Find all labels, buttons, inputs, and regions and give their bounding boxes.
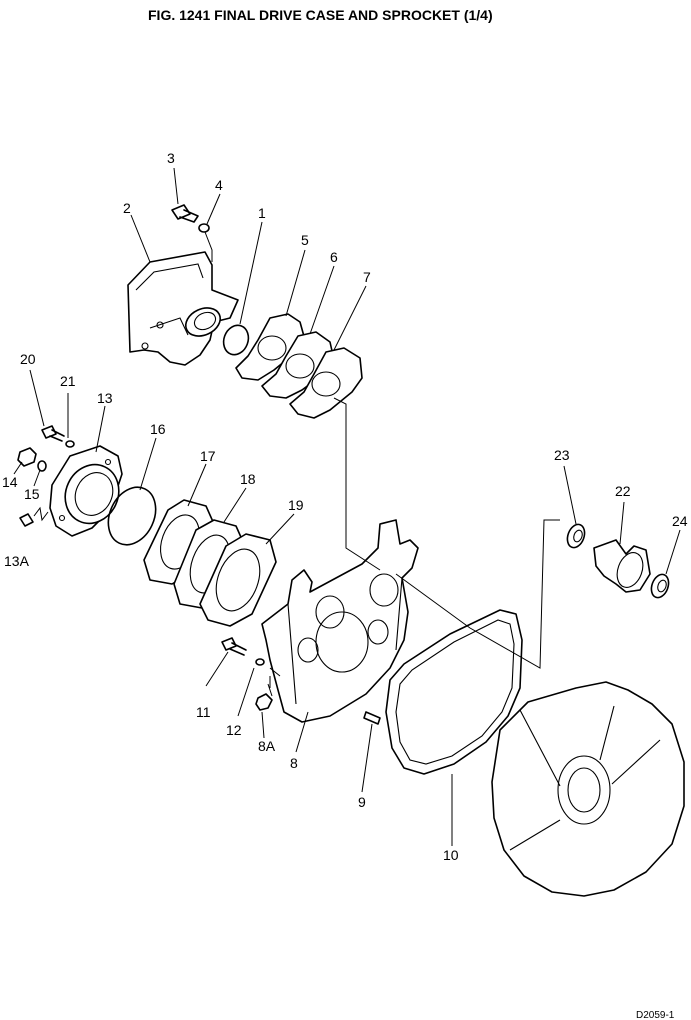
callout-17: 17: [200, 448, 216, 464]
part-20-bolt: [41, 425, 65, 442]
part-2-cage-housing: [127, 251, 239, 366]
callout-23: 23: [554, 447, 570, 463]
callout-leaders: [13, 167, 681, 846]
callout-21: 21: [60, 373, 76, 389]
callout-18: 18: [240, 471, 256, 487]
callout-14: 14: [2, 474, 18, 490]
callout-10: 10: [443, 847, 459, 863]
callout-8a: 8A: [258, 738, 276, 754]
callout-20: 20: [20, 351, 36, 367]
final-drive-case: [491, 681, 685, 897]
part-14-nut: [17, 447, 37, 467]
part-8-case-plate: [261, 519, 419, 723]
assembly-lines: [33, 231, 560, 697]
part-3-bolt: [171, 204, 199, 223]
part-24-bearing: [650, 573, 670, 599]
part-16-o-ring: [107, 486, 157, 546]
part-23-bearing: [566, 523, 586, 549]
callout-5: 5: [301, 232, 309, 248]
part-11-bolt: [221, 637, 247, 656]
callout-6: 6: [330, 249, 338, 265]
part-8a-nut: [255, 693, 273, 711]
callout-8: 8: [290, 755, 298, 771]
part-22-shaft-gear: [593, 539, 651, 593]
part-5-shim: [235, 313, 306, 381]
part-4-washer: [198, 223, 210, 233]
callout-19: 19: [288, 497, 304, 513]
callout-2: 2: [123, 200, 131, 216]
drawing-code: D2059-1: [636, 1010, 675, 1020]
callout-12: 12: [226, 722, 242, 738]
part-15-ring: [37, 460, 47, 472]
callout-24: 24: [672, 513, 688, 529]
part-13-bearing-cage: [49, 445, 123, 537]
callout-7: 7: [363, 269, 371, 285]
part-13a-stud: [19, 513, 34, 527]
callout-3: 3: [167, 150, 175, 166]
part-19-gasket: [199, 533, 277, 627]
callout-labels: 1 2 3 4 5 6 7 20 21 13 16 17 18 19 14 15…: [2, 150, 688, 863]
part-7-shim: [289, 347, 363, 419]
callout-13: 13: [97, 390, 113, 406]
callout-13a: 13A: [4, 553, 30, 569]
callout-15: 15: [24, 486, 40, 502]
part-6-shim: [261, 331, 335, 399]
figure-title: FIG. 1241 FINAL DRIVE CASE AND SPROCKET …: [148, 7, 493, 23]
part-1-o-ring: [222, 324, 250, 356]
callout-11: 11: [196, 704, 211, 720]
callout-1: 1: [258, 205, 266, 221]
callout-16: 16: [150, 421, 166, 437]
callout-9: 9: [358, 794, 366, 810]
part-12-washer: [255, 658, 265, 666]
callout-4: 4: [215, 177, 223, 193]
callout-22: 22: [615, 483, 631, 499]
part-9-dowel: [363, 711, 381, 725]
part-21-washer: [65, 440, 75, 448]
